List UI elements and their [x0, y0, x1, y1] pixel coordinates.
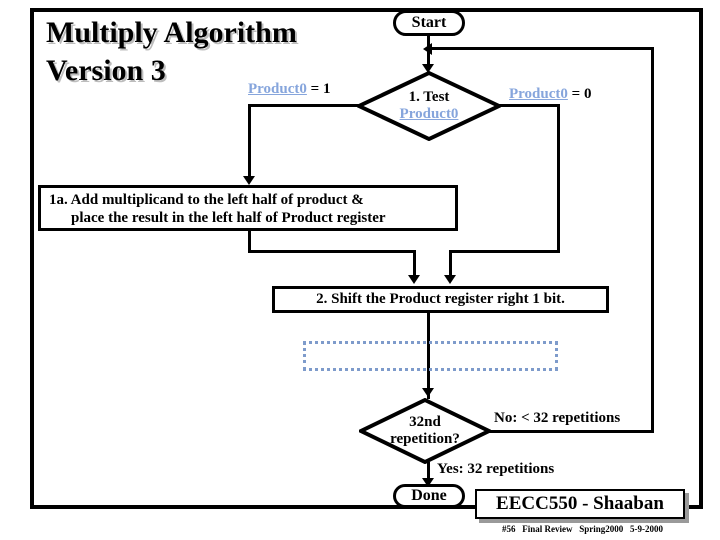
edge-test-to-2-vertical-b: [449, 250, 452, 280]
node-placeholder-box[interactable]: [303, 341, 558, 371]
edge-label-no-branch: No: < 32 repetitions: [494, 410, 621, 426]
node-repetition-diamond-outline: [359, 398, 491, 464]
edge-no-horizontal-top: [428, 47, 654, 50]
footer-course-label: EECC550 - Shaaban: [496, 493, 664, 514]
node-step-2-label: 2. Shift the Product register right 1 bi…: [316, 291, 565, 308]
edge-1a-to-2-arrowhead: [408, 275, 420, 284]
edge-test-to-2-vertical-a: [557, 104, 560, 253]
node-done[interactable]: Done: [393, 484, 465, 508]
edge-label-product0-eq-1-link: Product0: [248, 81, 307, 97]
node-done-label: Done: [411, 487, 447, 504]
node-step-1a[interactable]: 1a. Add multiplicand to the left half of…: [38, 185, 458, 231]
edge-1a-to-2-horizontal: [248, 250, 416, 253]
edge-2-to-repetition-arrowhead: [422, 388, 434, 397]
edge-test-to-1a-vertical: [248, 104, 251, 182]
edge-label-yes-branch: Yes: 32 repetitions: [437, 461, 555, 477]
edge-label-product0-eq-1: Product0 = 1: [248, 81, 330, 98]
edge-label-product0-eq-1-tail: = 1: [306, 81, 331, 97]
node-test-diamond-outline: [357, 71, 501, 141]
edge-no-vertical-right: [651, 47, 654, 433]
node-step-2[interactable]: 2. Shift the Product register right 1 bi…: [272, 286, 609, 313]
node-start[interactable]: Start: [393, 10, 465, 36]
slide-border-frame: [30, 8, 703, 509]
title-line-1: Multiply Algorithm: [46, 16, 297, 49]
edge-test-to-1a-arrowhead: [243, 176, 255, 185]
edge-test-to-2-arrowhead: [444, 275, 456, 284]
edge-label-product0-eq-0-link: Product0: [509, 86, 568, 102]
footer-meta-label: #56 Final Review Spring2000 5-9-2000: [502, 524, 663, 534]
edge-2-to-repetition: [427, 313, 430, 399]
edge-no-horizontal-bottom: [487, 430, 654, 433]
node-repetition-check[interactable]: 32nd repetition?: [359, 398, 491, 464]
edge-1a-to-2-vertical-b: [413, 250, 416, 280]
page-title: Multiply Algorithm Version 3: [46, 14, 376, 91]
edge-start-to-test-arrowhead: [422, 64, 434, 73]
node-step-1a-line-2: place the result in the left half of Pro…: [71, 210, 386, 227]
edge-test-to-2-horizontal-b: [449, 250, 560, 253]
edge-test-to-1a-horizontal: [248, 104, 360, 107]
edge-1a-to-2-vertical-a: [248, 231, 251, 253]
node-step-1a-line-1: 1a. Add multiplicand to the left half of…: [49, 192, 364, 208]
edge-repetition-to-done: [427, 462, 430, 484]
edge-no-arrowhead: [423, 43, 432, 55]
node-start-label: Start: [411, 14, 447, 31]
edge-label-product0-eq-0-tail: = 0: [567, 86, 592, 102]
title-line-2: Version 3: [46, 54, 166, 88]
edge-label-product0-eq-0: Product0 = 0: [509, 86, 591, 103]
edge-repetition-to-done-arrowhead: [422, 478, 434, 487]
edge-test-to-2-horizontal-a: [497, 104, 560, 107]
node-test-product0[interactable]: 1. Test Product0: [357, 71, 501, 141]
footer-course-box: EECC550 - Shaaban: [475, 489, 685, 519]
